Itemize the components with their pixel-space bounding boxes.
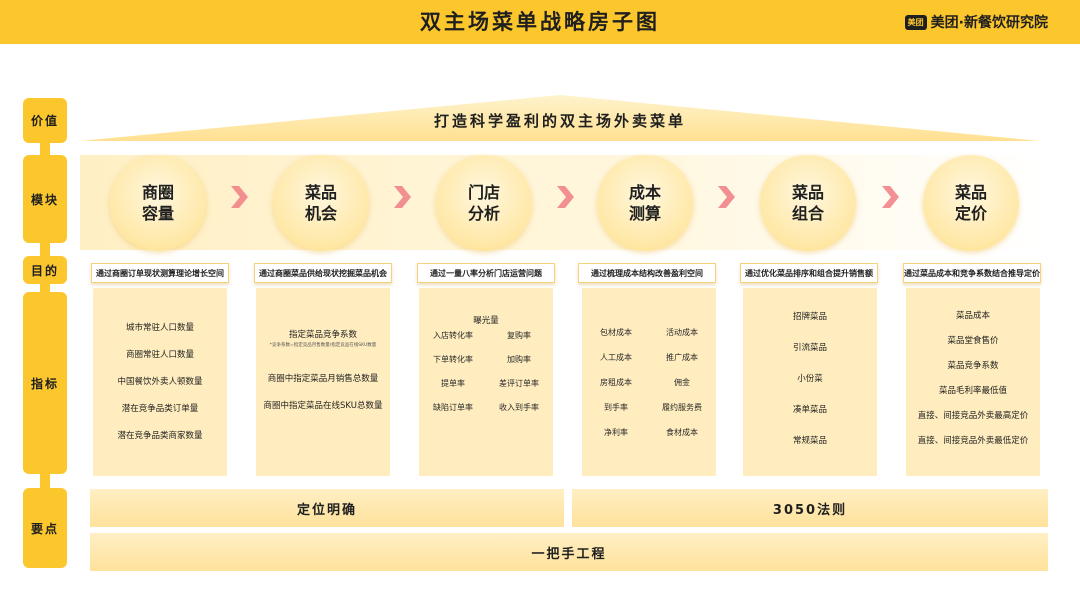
indicator-item: 直接、间接竞品外卖最低定价 [917,436,1029,446]
indicator-panel-store-analysis: 曝光量 入店转化率 复购率 下单转化率 加购率 提单率 差评订单率 缺陷订单率 … [419,288,553,476]
indicator-item: 差评订单率 [499,379,539,388]
label-indicator: 指标 [23,292,67,474]
indicator-item: 中国餐饮外卖人顿数量 [117,376,203,387]
module-circle-business-area: 商圈 容量 [110,155,206,251]
indicator-item: 包材成本 [600,327,632,337]
keypoint-leader-project: 一把手工程 [90,533,1048,571]
module-line2: 分析 [467,204,500,223]
module-line1: 菜品 [304,183,337,202]
indicator-item: 指定菜品竞争系数 [288,330,357,340]
chevron-right-icon [718,186,735,208]
module-line1: 菜品 [954,183,987,202]
module-line1: 菜品 [791,183,824,202]
goal-bar: 通过一量八率分析门店运营问题 [417,263,555,283]
indicator-item: 小份菜 [797,374,823,384]
indicator-panel-dish-combo: 招牌菜品 引流菜品 小份菜 凑单菜品 常规菜品 [743,288,877,476]
indicator-item: 净利率 [604,427,628,437]
indicator-panel-dish-pricing: 菜品成本 菜品堂食售价 菜品竞争系数 菜品毛利率最低值 直接、间接竞品外卖最高定… [906,288,1040,476]
brand: 美团 美团·新餐饮研究院 [904,12,1048,32]
indicator-item: 潜在竞争品类商家数量 [117,430,203,441]
label-connector [40,242,50,256]
module-circle-dish-combo: 菜品 组合 [760,155,856,251]
keypoint-3050-rule: 3050法则 [572,489,1048,527]
indicator-item: 收入到手率 [499,403,539,412]
indicator-item: 推广成本 [666,352,698,362]
label-connector [40,142,50,156]
brand-text: 美团·新餐饮研究院 [930,15,1048,31]
indicator-item: 活动成本 [666,327,698,337]
module-line2: 容量 [141,204,174,223]
goal-bar: 通过优化菜品排序和组合提升销售额 [740,263,878,283]
module-line1: 成本 [628,183,661,202]
module-circle-dish-pricing: 菜品 定价 [923,155,1019,251]
brand-logo: 美团 [904,14,927,30]
indicator-panel-dish-opportunity: 指定菜品竞争系数 *竞争系数=指定竞品月售数量/指定竞品在线SKU数量 商圈中指… [256,288,390,476]
indicator-item: 入店转化率 [433,331,473,340]
label-keypoint: 要点 [23,488,67,568]
indicator-item: 提单率 [441,379,465,388]
module-line2: 测算 [628,204,661,223]
indicator-grid: 包材成本 活动成本 人工成本 推广成本 房租成本 佣金 到手率 履约服务费 净利… [585,327,713,438]
chevron-right-icon [231,186,248,208]
indicator-item: 复购率 [507,331,531,340]
module-circle-dish-opportunity: 菜品 机会 [273,155,369,251]
indicator-item: 潜在竞争品类订单量 [121,403,199,414]
indicator-item: 菜品竞争系数 [947,361,999,371]
indicator-item: 下单转化率 [433,355,473,364]
module-line1: 门店 [467,183,500,202]
indicator-item: 凑单菜品 [792,405,827,415]
indicator-item: 常规菜品 [792,436,827,446]
indicator-note: *竞争系数=指定竞品月售数量/指定竞品在线SKU数量 [269,343,377,348]
indicator-item: 菜品成本 [955,311,990,321]
module-circle-cost-calc: 成本 测算 [597,155,693,251]
module-line2: 组合 [791,204,824,223]
goal-bar: 通过商圈订单现状测算理论增长空间 [91,263,229,283]
goal-bar: 通过梳理成本结构改善盈利空间 [578,263,716,283]
keypoint-positioning: 定位明确 [90,489,564,527]
label-connector [40,283,50,293]
label-value: 价值 [23,98,67,143]
indicator-item: 直接、间接竞品外卖最高定价 [917,411,1029,421]
roof-text: 打造科学盈利的双主场外卖菜单 [433,112,686,130]
indicator-item: 菜品毛利率最低值 [938,386,1007,396]
indicator-panel-business-area: 城市常驻人口数量 商圈常驻人口数量 中国餐饮外卖人顿数量 潜在竞争品类订单量 潜… [93,288,227,476]
roof-shape [80,95,1040,141]
indicator-item: 引流菜品 [792,343,827,353]
goal-bar: 通过商圈菜品供给现状挖掘菜品机会 [254,263,392,283]
header-bar [0,0,1080,44]
indicator-item: 商圈中指定菜品在线SKU总数量 [263,401,383,411]
indicator-item: 到手率 [604,402,628,412]
module-line2: 机会 [304,204,337,223]
indicator-item: 曝光量 [473,316,499,326]
module-circle-store-analysis: 门店 分析 [436,155,532,251]
page-title: 双主场菜单战略房子图 [420,10,660,34]
indicator-item: 加购率 [507,355,531,364]
indicator-item: 商圈常驻人口数量 [125,349,194,360]
indicator-item: 履约服务费 [662,402,702,412]
indicator-item: 招牌菜品 [792,312,827,322]
indicator-item: 食材成本 [666,427,698,437]
module-line1: 商圈 [141,183,174,202]
label-module: 模块 [23,155,67,243]
goal-bar: 通过菜品成本和竞争系数结合推导定价 [903,263,1041,283]
chevron-right-icon [557,186,574,208]
indicator-item: 房租成本 [600,377,632,387]
indicator-panel-cost-calc: 包材成本 活动成本 人工成本 推广成本 房租成本 佣金 到手率 履约服务费 净利… [582,288,716,476]
indicator-item: 人工成本 [600,352,632,362]
indicator-item: 缺陷订单率 [433,403,473,412]
chevron-right-icon [394,186,411,208]
label-connector [40,473,50,489]
chevron-right-icon [882,186,899,208]
indicator-item: 菜品堂食售价 [947,336,999,346]
indicator-item: 城市常驻人口数量 [125,322,194,333]
indicator-grid: 入店转化率 复购率 下单转化率 加购率 提单率 差评订单率 缺陷订单率 收入到手… [422,330,550,413]
indicator-item: 商圈中指定菜品月销售总数量 [267,374,379,384]
label-goal: 目的 [23,256,67,284]
module-line2: 定价 [954,204,987,223]
indicator-item: 佣金 [674,377,690,387]
